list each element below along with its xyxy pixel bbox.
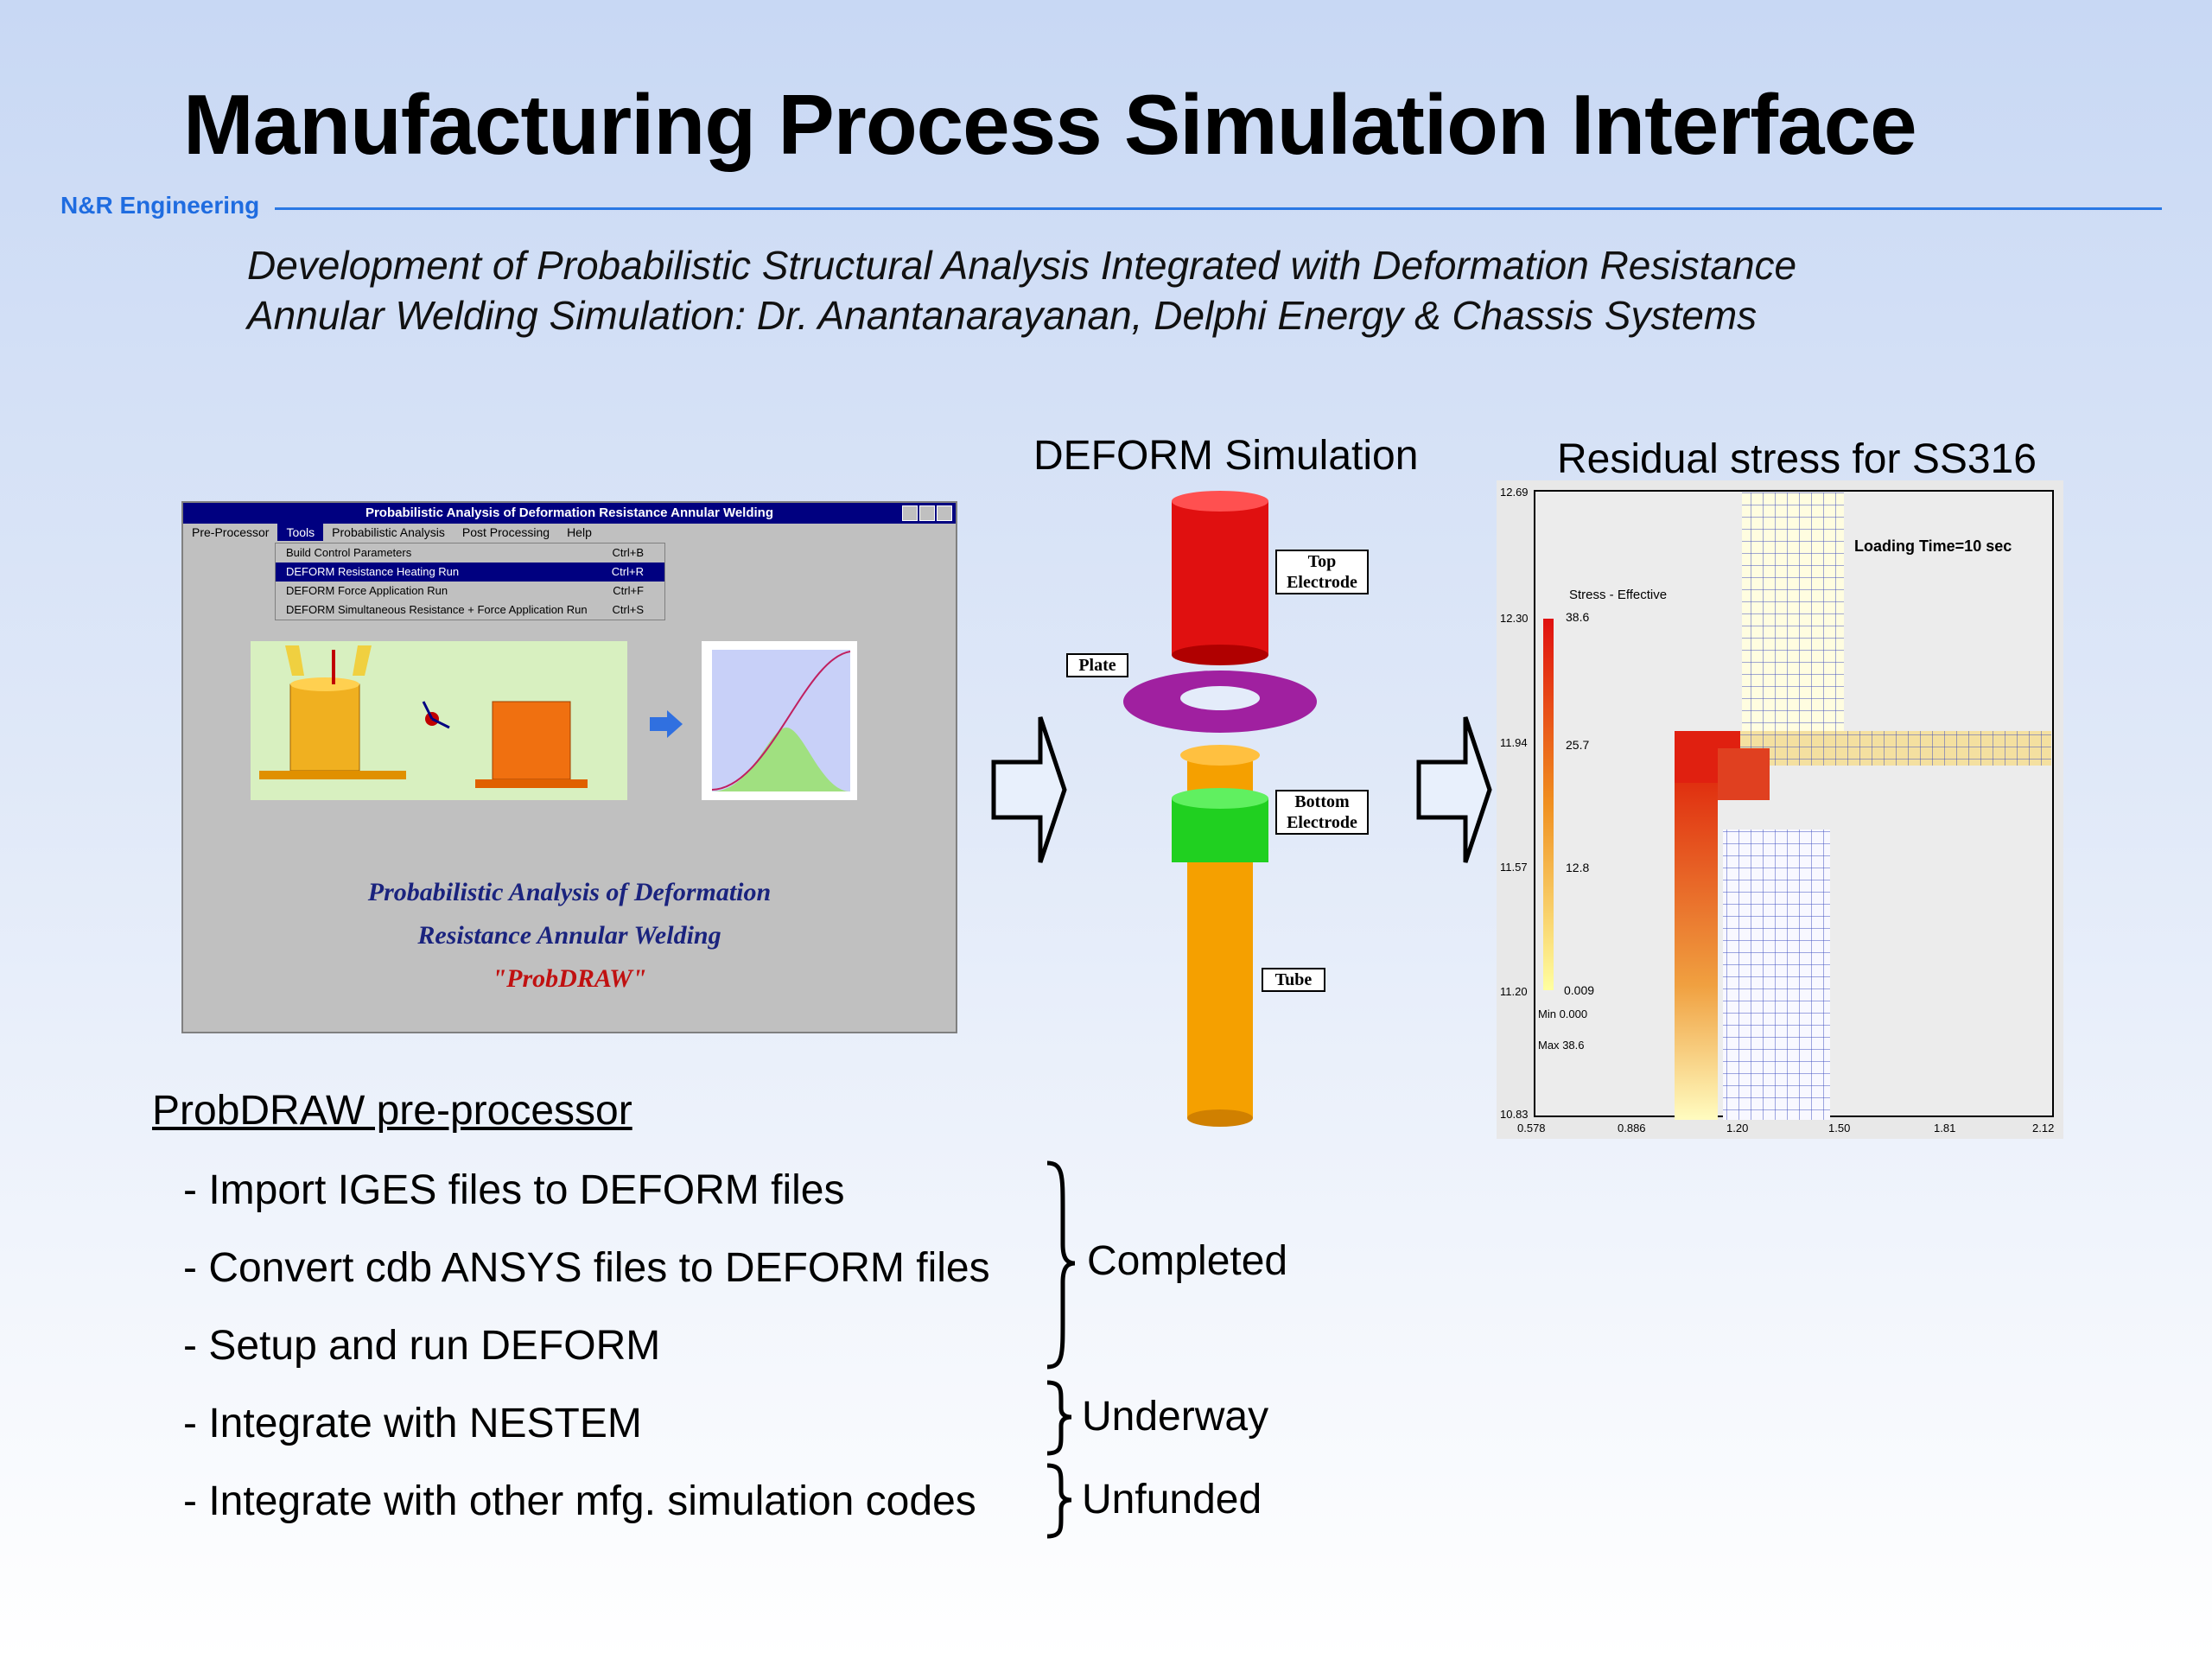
- subtitle-line-2: Annular Welding Simulation: Dr. Anantana…: [247, 293, 1758, 338]
- menu-item-shortcut: Ctrl+F: [613, 584, 644, 597]
- brand-label: N&R Engineering: [60, 192, 260, 219]
- menu-item-heating-run[interactable]: DEFORM Resistance Heating Run Ctrl+R: [276, 563, 664, 582]
- label-tube: Tube: [1262, 968, 1325, 992]
- x-tick: 0.886: [1618, 1122, 1646, 1135]
- probdraw-caption-2: Resistance Annular Welding: [417, 921, 721, 950]
- menu-item-shortcut: Ctrl+B: [612, 546, 644, 559]
- legend-value: 38.6: [1566, 610, 1590, 624]
- probdraw-menubar: Pre-Processor Tools Probabilistic Analysis…: [183, 524, 956, 543]
- y-tick: 10.83: [1500, 1108, 1529, 1121]
- subtitle-line-1: Development of Probabilistic Structural …: [247, 243, 1797, 288]
- y-tick: 12.69: [1500, 486, 1529, 499]
- legend-value: 25.7: [1566, 738, 1590, 752]
- menu-item-shortcut: Ctrl+S: [612, 603, 644, 616]
- label-top-electrode: Top Electrode: [1275, 550, 1369, 594]
- menu-item-label: Build Control Parameters: [286, 546, 412, 559]
- header-rule: [275, 207, 2162, 210]
- colorbar: [1543, 619, 1554, 990]
- task-item: - Integrate with other mfg. simulation c…: [183, 1478, 976, 1524]
- slide-title: Manufacturing Process Simulation Interfa…: [183, 77, 1917, 172]
- plate-left: [259, 771, 406, 779]
- legend-max: Max 38.6: [1538, 1039, 1585, 1052]
- x-tick: 2.12: [2032, 1122, 2055, 1135]
- residual-caption: Residual stress for SS316: [1557, 436, 2037, 482]
- y-tick: 11.57: [1500, 861, 1528, 874]
- top-electrode: [1172, 501, 1268, 655]
- menu-item-label: DEFORM Force Application Run: [286, 584, 448, 597]
- probdraw-caption-1: Probabilistic Analysis of Deformation: [367, 878, 772, 906]
- pdf-curve: [712, 728, 850, 791]
- menu-item-force-run[interactable]: DEFORM Force Application Run Ctrl+F: [276, 582, 664, 601]
- x-tick: 1.20: [1726, 1122, 1749, 1135]
- probdraw-window: Probabilistic Analysis of Deformation Re…: [181, 501, 957, 1033]
- tasks-heading: ProbDRAW pre-processor: [152, 1088, 632, 1134]
- legend-title: Stress - Effective: [1569, 588, 1668, 602]
- brace-unfunded: [1046, 1463, 1072, 1539]
- menu-item-shortcut: Ctrl+R: [611, 565, 644, 578]
- part-left: [289, 683, 360, 772]
- menu-item-label: DEFORM Resistance Heating Run: [286, 565, 460, 578]
- x-tick: 1.81: [1934, 1122, 1956, 1135]
- menu-help[interactable]: Help: [567, 525, 592, 539]
- menu-item-build-control[interactable]: Build Control Parameters Ctrl+B: [276, 543, 664, 563]
- task-item: - Integrate with NESTEM: [183, 1401, 642, 1446]
- deform-caption: DEFORM Simulation: [1033, 433, 1419, 479]
- task-item: - Import IGES files to DEFORM files: [183, 1167, 845, 1213]
- window-controls: [900, 505, 952, 525]
- probdraw-caption-3: "ProbDRAW": [492, 964, 647, 993]
- part-right: [492, 701, 571, 780]
- cdf-curve: [711, 651, 851, 791]
- arrow-right-icon: [1416, 716, 1492, 863]
- close-icon[interactable]: [937, 505, 952, 521]
- x-tick: 0.578: [1517, 1122, 1546, 1135]
- task-item: - Convert cdb ANSYS files to DEFORM file…: [183, 1245, 990, 1291]
- status-unfunded: Unfunded: [1082, 1477, 1262, 1522]
- part-left-top: [290, 677, 359, 691]
- loading-time-label: Loading Time=10 sec: [1854, 537, 2012, 555]
- probdraw-illustration: [251, 641, 857, 800]
- status-underway: Underway: [1082, 1394, 1269, 1440]
- label-plate: Plate: [1066, 653, 1128, 677]
- deform-model: [1123, 491, 1317, 1127]
- menu-pre-processor[interactable]: Pre-Processor: [192, 525, 270, 539]
- status-completed: Completed: [1087, 1238, 1288, 1284]
- brace-underway: [1046, 1380, 1072, 1456]
- bottom-electrode: [1172, 798, 1268, 862]
- electrode-left-icon: [285, 645, 304, 676]
- y-tick: 11.20: [1500, 985, 1528, 998]
- legend-value: 0.009: [1564, 983, 1595, 997]
- label-bottom-electrode: Bottom Electrode: [1275, 790, 1369, 835]
- plate-right: [475, 779, 588, 788]
- arrow-right-icon: [991, 716, 1067, 863]
- task-item: - Setup and run DEFORM: [183, 1323, 661, 1369]
- y-tick: 12.30: [1500, 612, 1529, 625]
- legend-min: Min 0.000: [1538, 1007, 1588, 1020]
- electrode-right-icon: [353, 645, 372, 676]
- menu-item-label: DEFORM Simultaneous Resistance + Force A…: [286, 603, 588, 616]
- x-tick: 1.50: [1828, 1122, 1851, 1135]
- legend-value: 12.8: [1566, 861, 1590, 874]
- tools-dropdown: Build Control Parameters Ctrl+B DEFORM Re…: [275, 543, 665, 620]
- y-tick: 11.94: [1500, 736, 1528, 749]
- menu-tools[interactable]: Tools: [277, 524, 324, 541]
- minimize-icon[interactable]: [902, 505, 918, 521]
- menu-probabilistic-analysis[interactable]: Probabilistic Analysis: [332, 525, 445, 539]
- probdraw-window-title: Probabilistic Analysis of Deformation Re…: [183, 503, 956, 524]
- brace-completed: [1046, 1160, 1076, 1370]
- arrow-right-icon: [650, 710, 683, 738]
- menu-post-processing[interactable]: Post Processing: [461, 525, 550, 539]
- menu-item-simultaneous-run[interactable]: DEFORM Simultaneous Resistance + Force A…: [276, 601, 664, 620]
- maximize-icon[interactable]: [919, 505, 935, 521]
- residual-stress-plot: Loading Time=10 sec Stress - Effective 3…: [1497, 480, 2063, 1139]
